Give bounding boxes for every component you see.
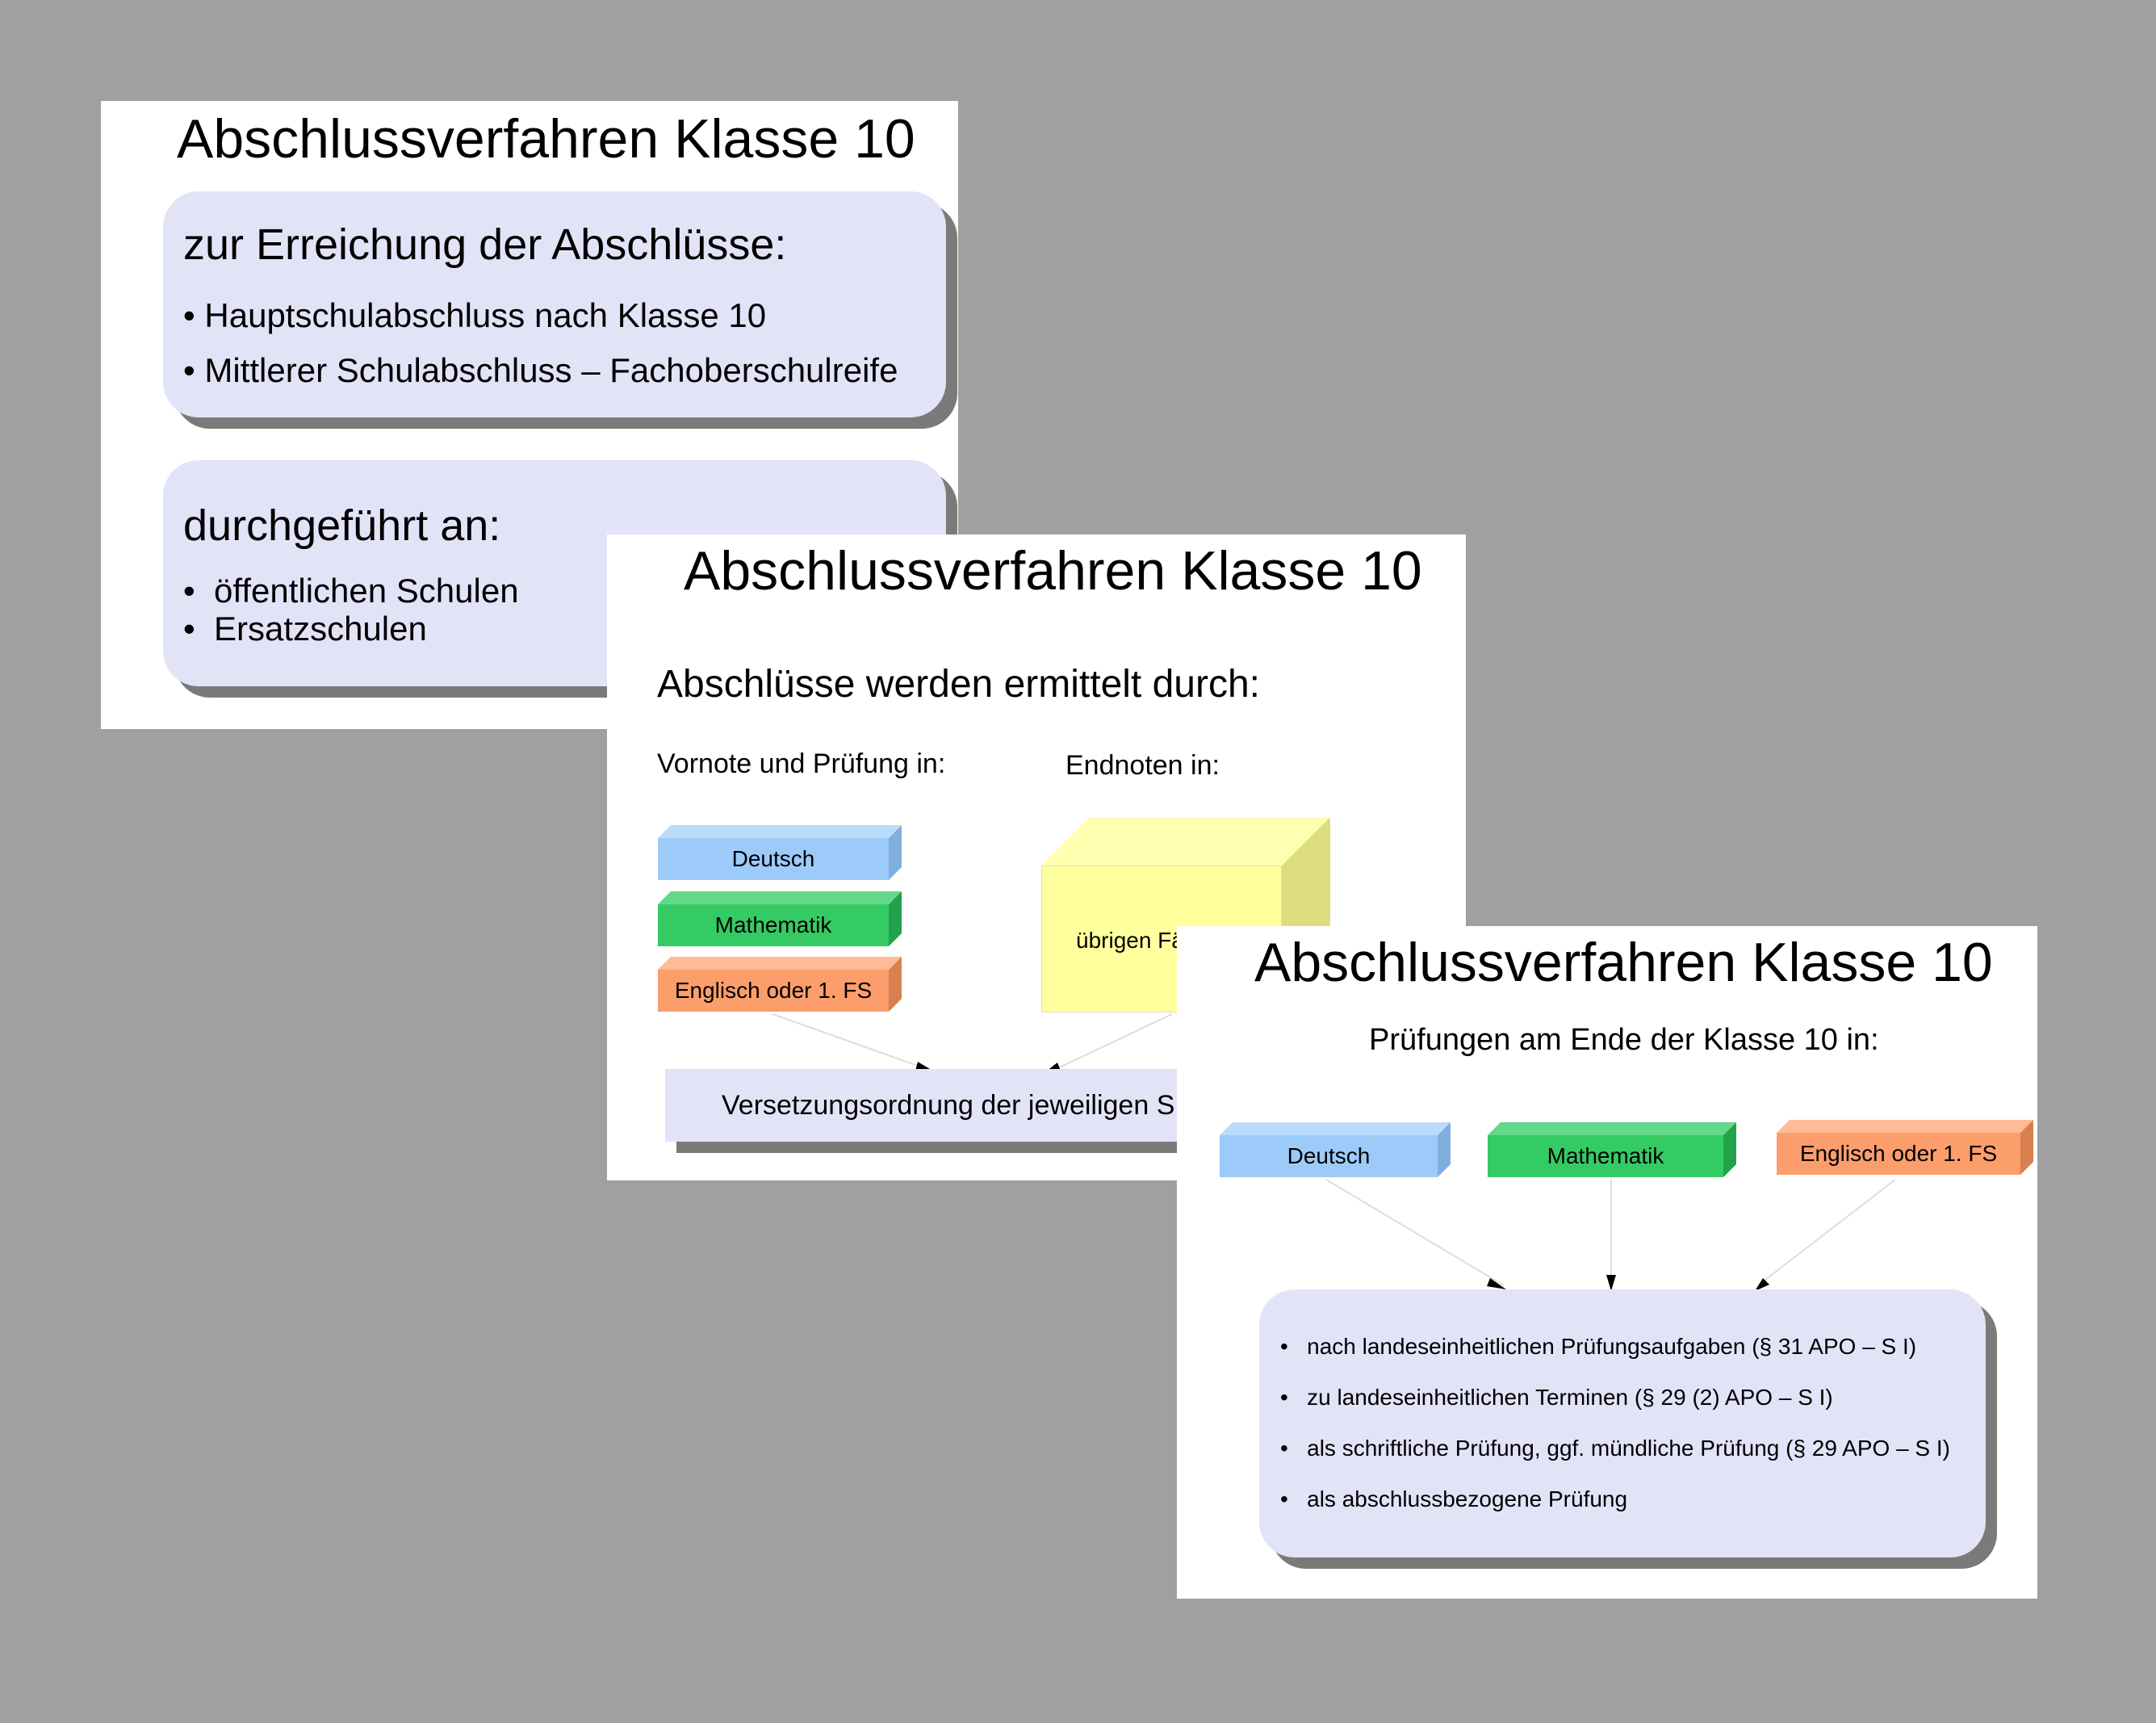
block-label: Mathematik [658,904,889,946]
subject-block-deutsch: Deutsch [1220,1122,1451,1177]
slide-3-subtitle: Prüfungen am Ende der Klasse 10 in: [1369,1023,1879,1057]
slide-1: Abschlussverfahren Klasse 10 zur Erreich… [101,101,958,729]
slide-2-heading: Abschlüsse werden ermittelt durch: [657,663,1260,706]
list-item: • als abschlussbezogene Prüfung [1280,1486,1628,1511]
box-heading: durchgeführt an: [183,501,501,550]
subject-block-englisch: Englisch oder 1. FS [1777,1120,2033,1175]
result-box: Versetzungsordnung der jeweiligen S [665,1069,1230,1142]
list-item: • öffentlichen Schulen [183,572,519,610]
subject-block-mathematik: Mathematik [658,891,902,946]
subject-block-deutsch: Deutsch [658,825,902,880]
result-label: Versetzungsordnung der jeweiligen S [722,1090,1175,1121]
slide-1-box-abschluesse: zur Erreichung der Abschlüsse: Hauptschu… [163,191,946,417]
list-item: • zu landeseinheitlichen Terminen (§ 29 … [1280,1385,1833,1410]
block-label: Mathematik [1488,1135,1723,1177]
slide-3: Abschlussverfahren Klasse 10 Prüfungen a… [1177,926,2037,1599]
right-column-label: Endnoten in: [1065,750,1220,781]
block-label: Englisch oder 1. FS [658,970,889,1012]
list-item: • Ersatzschulen [183,610,427,648]
list-item: • nach landeseinheitlichen Prüfungsaufga… [1280,1334,1917,1359]
subject-block-mathematik: Mathematik [1488,1122,1736,1177]
list-item: • als schriftliche Prüfung, ggf. mündlic… [1280,1436,1950,1461]
left-column-label: Vornote und Prüfung in: [657,748,946,779]
box-heading: zur Erreichung der Abschlüsse: [183,220,787,269]
subject-block-englisch: Englisch oder 1. FS [658,957,902,1012]
list-item: Mittlerer Schulabschluss – Fachoberschul… [183,351,898,390]
slide-2-title: Abschlussverfahren Klasse 10 [684,540,1422,602]
block-label: Englisch oder 1. FS [1777,1133,2020,1175]
slide-1-title: Abschlussverfahren Klasse 10 [177,108,915,170]
connector-arrows [772,1013,1173,1074]
list-item: Hauptschulabschluss nach Klasse 10 [183,296,766,335]
block-label: Deutsch [658,838,889,880]
slide-3-requirements-box: • nach landeseinheitlichen Prüfungsaufga… [1259,1289,1986,1557]
block-label: Deutsch [1220,1135,1438,1177]
connector-arrows [1325,1179,1896,1291]
slide-2: Abschlussverfahren Klasse 10 Abschlüsse … [607,535,1466,1180]
slide-3-title: Abschlussverfahren Klasse 10 [1254,932,1993,993]
block-label: übrigen Fä [1076,928,1184,953]
